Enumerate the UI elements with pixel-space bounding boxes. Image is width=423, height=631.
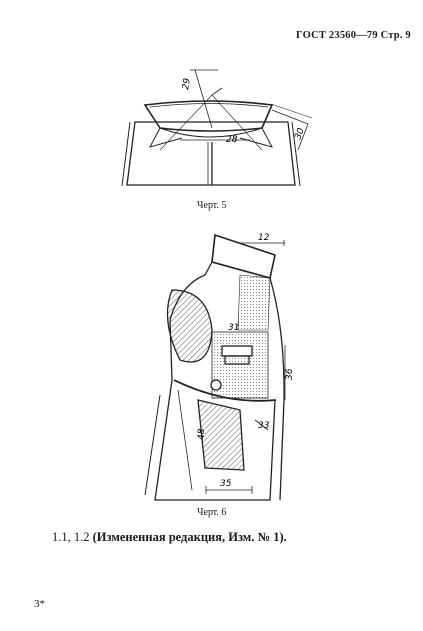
amendment-note: 1.1, 1.2 (Измененная редакция, Изм. № 1)…: [52, 530, 287, 545]
note-text: (Измененная редакция, Изм. № 1).: [92, 530, 287, 544]
standard-number: ГОСТ 23560—79: [296, 30, 378, 41]
page-header: ГОСТ 23560—79 Стр. 9: [296, 30, 411, 41]
dim-flap: 33: [258, 421, 270, 431]
dim-end-length: 30: [293, 127, 306, 141]
page-number: Стр. 9: [380, 30, 411, 41]
page-mark: 3*: [34, 598, 45, 610]
dim-collar-height: 29: [181, 77, 193, 90]
figure-6-caption: Черт. 6: [197, 507, 227, 518]
note-items: 1.1, 1.2: [52, 530, 90, 544]
dim-lower: 48: [197, 428, 207, 440]
dim-top: 12: [258, 233, 270, 243]
figure-5-caption: Черт. 5: [197, 200, 227, 211]
dim-side: 36: [285, 368, 295, 380]
dim-collar-width: 28: [226, 135, 238, 145]
jacket-sketch: [144, 233, 286, 501]
dim-pocket: 31: [228, 323, 239, 333]
dim-bottom: 35: [220, 479, 232, 489]
collar-sketch: [121, 69, 313, 187]
